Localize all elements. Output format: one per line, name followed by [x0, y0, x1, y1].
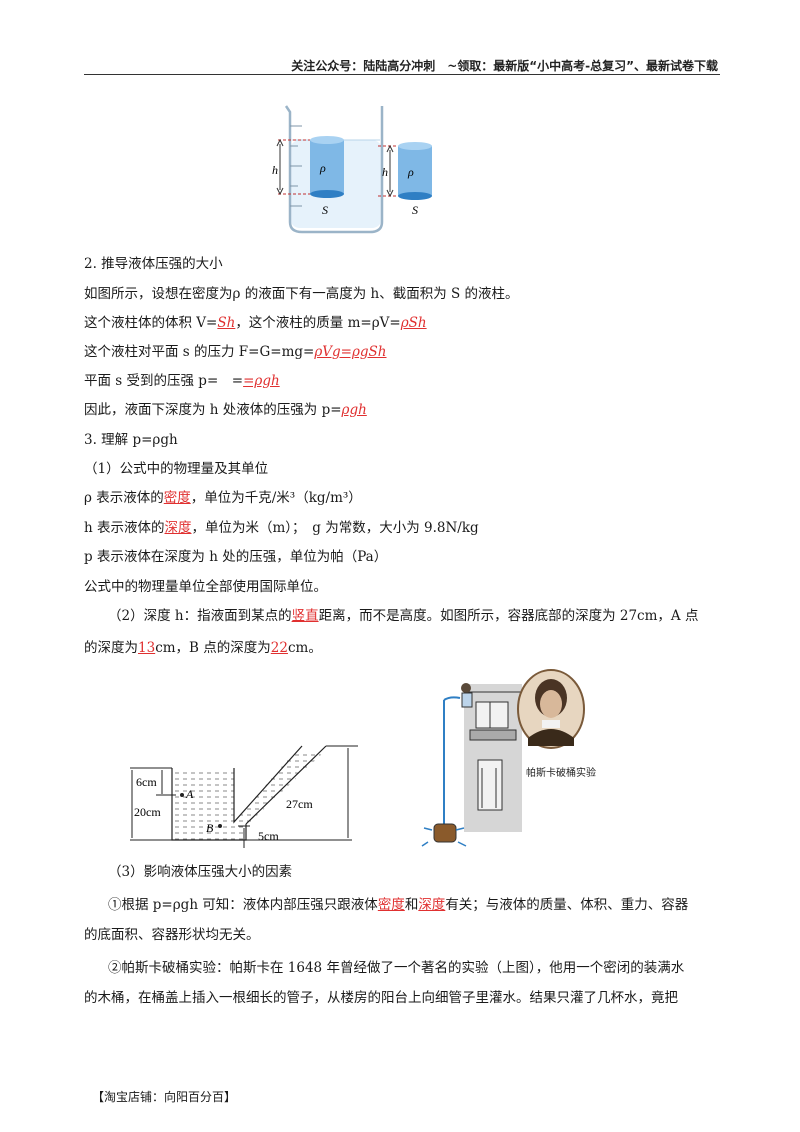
pressure-line: 平面 s 受到的压强 p= ==ρgh: [84, 373, 280, 389]
force-line: 这个液柱对平面 s 的压力 F=G=mg=ρVg=ρgSh: [84, 344, 387, 360]
page-footer: 【淘宝店铺：向阳百分百】: [92, 1090, 237, 1104]
s-label-2: S: [412, 203, 418, 217]
label-27cm: 27cm: [286, 797, 313, 811]
portrait-caption: 帕斯卡破桶实验: [526, 768, 596, 779]
factor2-line: ②帕斯卡破桶实验：帕斯卡在 1648 年曾经做了一个著名的实验（上图），他用一个…: [108, 960, 685, 976]
h-label-2: h: [382, 165, 388, 179]
sub1-title: （1）公式中的物理量及其单位: [84, 461, 269, 477]
rho-line: ρ 表示液体的密度，单位为千克/米³（kg/m³）: [84, 490, 362, 506]
sec2-title: 2. 推导液体压强的大小: [84, 256, 223, 272]
sec2-intro: 如图所示，设想在密度为ρ 的液面下有一高度为 h、截面积为 S 的液柱。: [84, 286, 519, 302]
factor1-line: ①根据 p=ρgh 可知：液体内部压强只跟液体密度和深度有关；与液体的质量、体积…: [108, 897, 689, 913]
label-20cm: 20cm: [134, 805, 161, 819]
p-line: p 表示液体在深度为 h 处的压强，单位为帕（Pa）: [84, 549, 388, 565]
sub3-title: （3）影响液体压强大小的因素: [108, 864, 293, 880]
point-a: A: [185, 787, 194, 801]
volume-line: 这个液柱体的体积 V=Sh，这个液柱的质量 m=ρV=ρSh: [84, 315, 427, 331]
sec3-title: 3. 理解 p=ρgh: [84, 432, 178, 448]
factor2-line-2: 的木桶，在桶盖上插入一根细长的管子，从楼房的阳台上向细管子里灌水。结果只灌了几杯…: [84, 990, 678, 1006]
header-text: 关注公众号：陆陆高分冲刺 ~领取：最新版“小中高考-总复习”、最新试卷下载: [291, 59, 718, 73]
factor1-line-2: 的底面积、容器形状均无关。: [84, 927, 260, 943]
pascal-portrait: [517, 669, 585, 749]
h-line: h 表示液体的深度，单位为米（m）； g 为常数，大小为 9.8N/kg: [84, 520, 479, 536]
pascal-barrel-figure: [421, 683, 522, 847]
rho-label-2: ρ: [407, 165, 414, 179]
page-header: 关注公众号：陆陆高分冲刺 ~领取：最新版“小中高考-总复习”、最新试卷下载: [84, 56, 720, 75]
si-line: 公式中的物理量单位全部使用国际单位。: [84, 579, 327, 595]
conclusion-line: 因此，液面下深度为 h 处液体的压强为 p=ρgh: [84, 402, 367, 418]
s-label-1: S: [322, 203, 328, 217]
label-5cm: 5cm: [258, 829, 279, 843]
rho-label-1: ρ: [319, 161, 326, 175]
label-6cm: 6cm: [136, 775, 157, 789]
h-label-1: h: [272, 163, 278, 177]
point-b: B: [206, 821, 214, 835]
sub2-line-2: 的深度为13cm，B 点的深度为22cm。: [84, 640, 322, 656]
beaker-figure: h ρ S h ρ S: [272, 105, 432, 234]
sub2-line: （2）深度 h：指液面到某点的竖直距离，而不是高度。如图所示，容器底部的深度为 …: [108, 608, 699, 624]
depth-container-figure: 6cm 20cm 27cm 5cm A B: [130, 745, 358, 848]
